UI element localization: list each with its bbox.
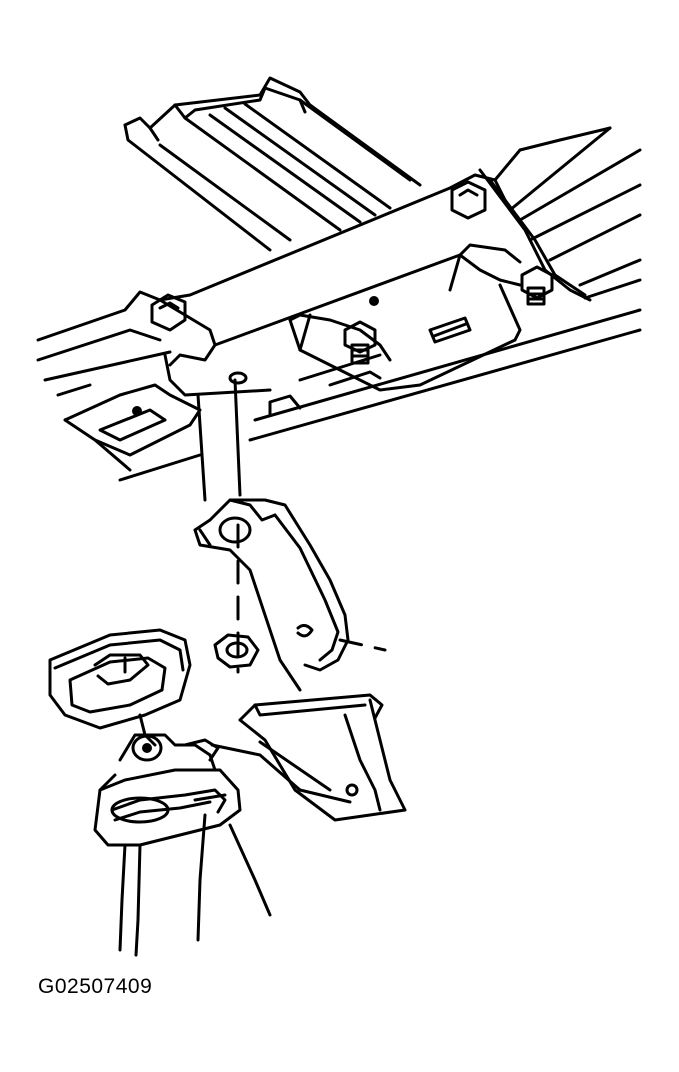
hitch-side-bracket — [193, 498, 350, 692]
frame-mounting-plate — [63, 243, 522, 457]
ball-mount-plate — [48, 628, 192, 747]
hitch-receiver-arm — [210, 693, 407, 822]
frame-rail — [36, 126, 642, 482]
frame-nut-left — [150, 293, 187, 332]
frame-stud-right — [520, 265, 554, 306]
frame-nut-top — [450, 180, 487, 220]
cross-member-channel — [123, 76, 422, 252]
frame-stud-center — [343, 320, 377, 365]
figure-code: G02507409 — [38, 975, 153, 998]
hitch-post — [93, 733, 272, 957]
hex-nut — [213, 633, 260, 669]
mounting-bolt — [196, 371, 248, 502]
